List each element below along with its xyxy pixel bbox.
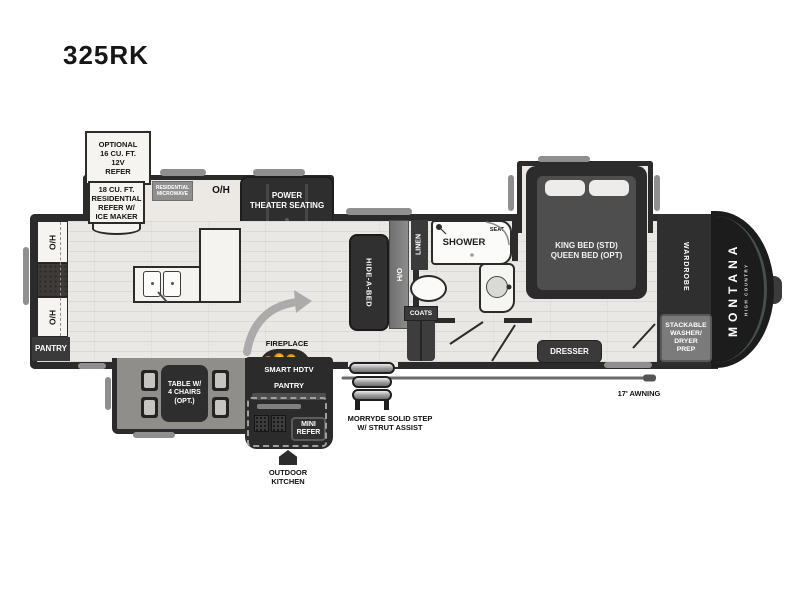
slide-handle <box>160 169 206 176</box>
chair <box>212 397 229 418</box>
arrow-up-icon <box>279 450 297 465</box>
hide-a-bed-sofa: HIDE-A-BED <box>349 234 389 331</box>
shower: SHOWER SEAT <box>431 220 512 265</box>
shower-seat-label: SEAT <box>489 226 505 233</box>
coats-closet <box>407 321 435 361</box>
slide-handle <box>346 208 412 215</box>
coats-closet-label: COATS <box>404 306 438 321</box>
table-label: TABLE W/ 4 CHAIRS (OPT.) <box>161 365 208 422</box>
steps-icon <box>352 389 392 401</box>
overhead-cabinet-label: O/H <box>212 185 230 196</box>
awning-end-cap <box>643 374 656 382</box>
step-leg <box>355 400 360 410</box>
rear-entertainment-cabinet <box>37 263 68 297</box>
pantry-mid-label: PANTRY <box>274 380 304 390</box>
sofa-cupholder <box>285 218 289 222</box>
closet-divider <box>420 321 422 361</box>
stackable-washer-dryer-prep: STACKABLE WASHER/ DRYER PREP <box>660 314 712 362</box>
overhead-cabinet-rear-bottom: O/H <box>37 297 68 337</box>
sink-drain <box>171 282 174 285</box>
outdoor-grill-icon <box>254 415 269 432</box>
overhead-strip-label: O/H <box>395 267 404 282</box>
shelf <box>252 393 326 400</box>
top-wall <box>30 214 88 221</box>
island-counter-join <box>201 269 237 300</box>
bath-vanity <box>479 263 515 313</box>
brand-sub-logo: HIGH COUNTRY <box>743 263 749 316</box>
slide-handle <box>654 175 660 211</box>
pantry-rear: PANTRY <box>32 337 70 361</box>
kitchen-sink-basin <box>143 271 161 297</box>
dresser: DRESSER <box>537 340 602 363</box>
fireplace-label: FIREPLACE <box>265 338 309 348</box>
toilet <box>410 275 447 302</box>
sink-drain <box>151 282 154 285</box>
bath-wall <box>512 221 518 261</box>
steps-icon <box>352 376 392 388</box>
linen-closet: LINEN <box>411 220 428 270</box>
slide-handle <box>105 377 111 410</box>
awning-label: 17' AWNING <box>617 388 661 398</box>
bed-label: KING BED (STD) QUEEN BED (OPT) <box>550 241 623 260</box>
exterior-compartment-handle <box>604 362 652 368</box>
dinette-slideout: TABLE W/ 4 CHAIRS (OPT.) <box>112 358 250 434</box>
bath-wall-stub <box>431 318 455 323</box>
sofa-arm-divider <box>266 184 269 226</box>
steps-icon <box>349 362 395 374</box>
pillow <box>589 180 629 196</box>
exterior-compartment-handle <box>78 363 106 369</box>
residential-microwave: RESIDENTIAL MICROWAVE <box>152 181 193 201</box>
front-cap: MONTANA HIGH COUNTRY <box>711 211 774 368</box>
overhead-cabinet-rear-top: O/H <box>37 221 68 263</box>
rear-wall <box>30 214 37 369</box>
entertainment-outdoor-block: SMART HDTV PANTRY MINI REFER <box>245 357 333 449</box>
brand-logo: MONTANA <box>725 241 740 338</box>
outdoor-kitchen-label: OUTDOOR KITCHEN <box>268 468 308 486</box>
slide-handle <box>508 175 514 211</box>
sofa-arm-divider <box>305 184 308 226</box>
outdoor-kitchen-dashed-zone <box>247 397 327 447</box>
residential-refer: 18 CU. FT. RESIDENTIAL REFER W/ ICE MAKE… <box>88 181 145 224</box>
optional-refer-label: OPTIONAL 16 CU. FT. 12V REFER <box>85 131 151 185</box>
theater-seating-label: POWER THEATER SEATING <box>249 191 325 210</box>
chair <box>141 397 158 418</box>
exterior-compartment-handle <box>23 247 29 305</box>
bath-wall-stub <box>504 318 532 323</box>
slide-handle <box>253 169 305 176</box>
morryde-step-label: MORRYDE SOLID STEP W/ STRUT ASSIST <box>347 414 433 432</box>
hide-a-bed-label: HIDE-A-BED <box>364 257 374 308</box>
kitchen-sink-basin <box>163 271 181 297</box>
bed: KING BED (STD) QUEEN BED (OPT) <box>526 166 647 299</box>
cap-inner-stripe <box>715 216 767 363</box>
pillow <box>545 180 585 196</box>
chair <box>212 370 229 391</box>
top-wall <box>333 214 519 221</box>
shower-label: SHOWER <box>442 236 486 248</box>
smart-hdtv-label: SMART HDTV <box>264 364 314 374</box>
chair <box>141 370 158 391</box>
wardrobe-label: WARDROBE <box>682 242 690 292</box>
page-title: 325RK <box>63 40 149 70</box>
refer-door-arc <box>92 222 141 235</box>
slide-handle <box>538 156 590 162</box>
counter-depth-dashline <box>60 222 61 336</box>
vanity-sink <box>486 276 508 298</box>
outdoor-grill-icon <box>271 415 286 432</box>
shelf-handle <box>257 404 301 409</box>
step-leg <box>384 400 389 410</box>
overhead-strip: O/H <box>389 220 409 329</box>
slide-handle <box>133 432 175 438</box>
